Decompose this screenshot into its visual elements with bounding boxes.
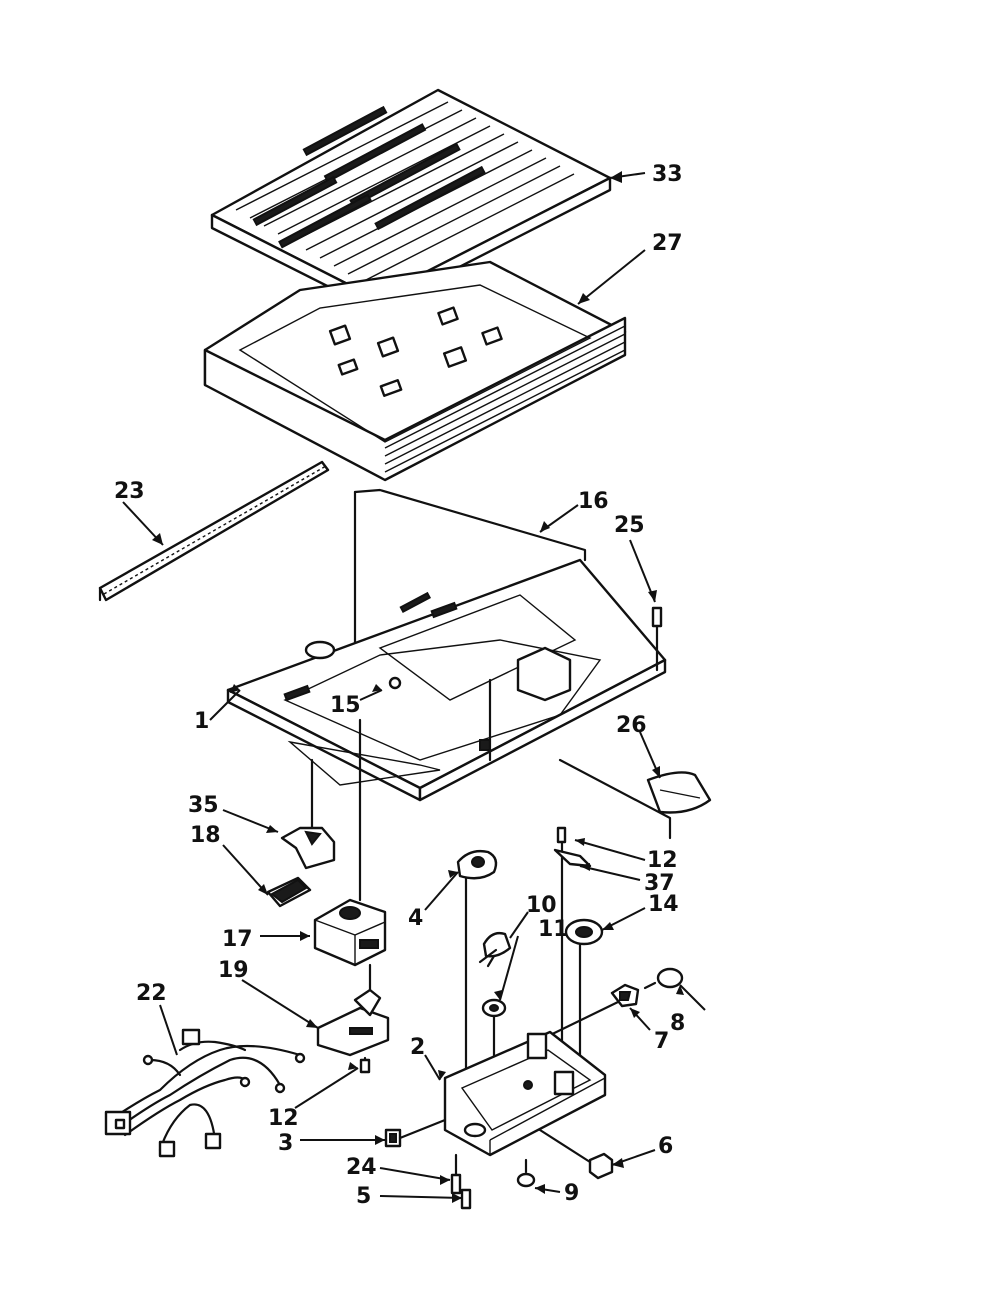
part-14-grommet [564, 918, 604, 1062]
part-16-cable [353, 488, 587, 652]
part-4-fan [456, 849, 498, 1087]
part-7-socket [538, 983, 640, 1042]
callout-35: 35 [188, 793, 219, 818]
part-6-connector [538, 1128, 614, 1180]
part-11-grommet [481, 998, 507, 1062]
callouts: 33 27 23 16 25 15 1 26 35 18 12 37 4 10 … [114, 162, 685, 1209]
part-12-screw-upper [556, 826, 567, 1077]
callout-27: 27 [652, 231, 683, 256]
part-10-motor-clip [478, 931, 512, 968]
part-1-liner [226, 558, 667, 802]
part-5-screw [460, 1188, 472, 1210]
callout-37: 37 [644, 871, 675, 896]
callout-18: 18 [190, 823, 221, 848]
part-2-base [443, 1030, 607, 1157]
part-9-grommet [516, 1158, 536, 1188]
callout-19: 19 [218, 958, 249, 983]
part-22-harness [104, 1028, 306, 1158]
callout-33: 33 [652, 162, 683, 187]
callout-14: 14 [648, 892, 679, 917]
callout-5: 5 [356, 1184, 371, 1209]
callout-16: 16 [578, 489, 609, 514]
callout-10: 10 [526, 893, 557, 918]
part-35-bracket [280, 758, 336, 870]
part-19-bracket [316, 963, 390, 1074]
callout-12-upper: 12 [647, 848, 678, 873]
part-26-cover [558, 758, 712, 840]
callout-23: 23 [114, 479, 145, 504]
callout-2: 2 [410, 1035, 425, 1060]
callout-3: 3 [278, 1131, 293, 1156]
callout-15: 15 [330, 693, 361, 718]
callout-22: 22 [136, 981, 167, 1006]
callout-7: 7 [654, 1029, 669, 1054]
part-17-control-housing [313, 718, 387, 967]
callout-17: 17 [222, 927, 253, 952]
callout-11: 11 [538, 917, 569, 942]
part-27-frame [203, 260, 627, 482]
callout-26: 26 [616, 713, 647, 738]
callout-4: 4 [408, 906, 423, 931]
part-23-trim-strip [98, 460, 330, 602]
part-25-screw [651, 606, 663, 672]
callout-9: 9 [564, 1181, 579, 1206]
part-8-bulb [643, 967, 684, 990]
part-3-clip [384, 1118, 447, 1148]
callout-12-lower: 12 [268, 1106, 299, 1131]
callout-6: 6 [658, 1134, 673, 1159]
part-33-grille [210, 88, 612, 312]
callout-24: 24 [346, 1155, 377, 1180]
part-24-screw [450, 1153, 462, 1195]
callout-8: 8 [670, 1011, 685, 1036]
callout-25: 25 [614, 513, 645, 538]
leader-arrowheads [152, 171, 684, 1203]
callout-1: 1 [194, 709, 209, 734]
part-18-gasket [266, 876, 312, 908]
part-37-clip [553, 848, 592, 868]
